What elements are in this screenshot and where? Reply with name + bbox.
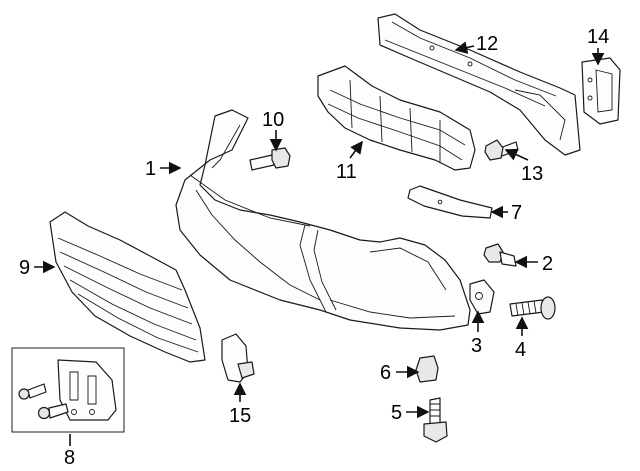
callout-12: 12 bbox=[476, 33, 498, 55]
callout-11: 11 bbox=[336, 161, 357, 183]
mounting-plate bbox=[407, 185, 493, 219]
flange-bolt bbox=[249, 147, 291, 171]
callout-14: 14 bbox=[587, 26, 609, 48]
lower-grille bbox=[49, 211, 206, 363]
callout-13: 13 bbox=[521, 163, 543, 185]
retainer bbox=[469, 279, 495, 315]
push-clip bbox=[483, 243, 517, 267]
leader-12 bbox=[454, 41, 475, 54]
callout-2: 2 bbox=[542, 253, 553, 275]
energy-absorber bbox=[317, 65, 476, 171]
callout-3: 3 bbox=[471, 335, 482, 357]
callout-6: 6 bbox=[380, 362, 391, 384]
license-bracket-inset bbox=[11, 347, 125, 433]
bumper-bolt bbox=[509, 296, 556, 320]
reinforcement-beam bbox=[377, 13, 581, 156]
callout-5: 5 bbox=[391, 402, 402, 424]
bumper-cover bbox=[175, 109, 471, 331]
callout-1: 1 bbox=[145, 158, 156, 180]
callout-4: 4 bbox=[515, 339, 526, 361]
callout-8: 8 bbox=[64, 447, 75, 469]
leader-11 bbox=[349, 140, 363, 159]
screw bbox=[423, 397, 448, 443]
callout-7: 7 bbox=[511, 202, 522, 224]
callout-labels: 1 2 3 4 5 6 7 8 9 10 11 12 13 14 15 bbox=[19, 26, 609, 469]
side-bracket bbox=[581, 57, 621, 125]
leader-lines bbox=[34, 41, 605, 446]
callout-9: 9 bbox=[19, 257, 30, 279]
callout-10: 10 bbox=[262, 109, 284, 131]
sensor-bracket bbox=[221, 333, 255, 383]
flange-bolt-13 bbox=[484, 139, 519, 161]
leader-13 bbox=[504, 148, 529, 161]
callout-15: 15 bbox=[229, 405, 251, 427]
nut-clip bbox=[415, 355, 439, 383]
